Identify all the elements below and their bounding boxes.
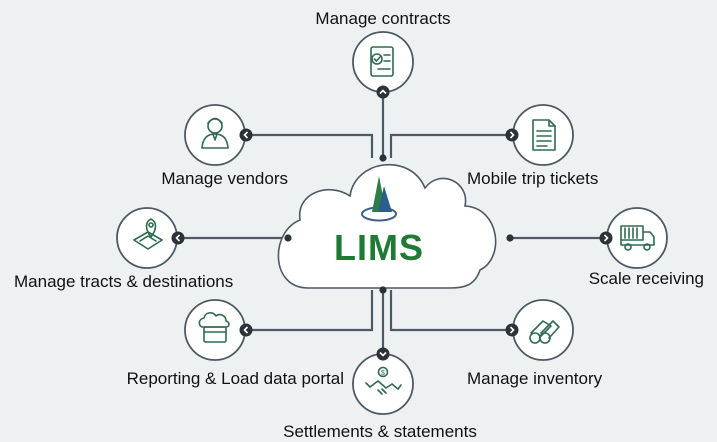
contract-icon <box>370 46 394 77</box>
chevron-up-icon <box>376 85 390 99</box>
connector-trip <box>389 133 512 158</box>
label-manage-tracts: Manage tracts & destinations <box>14 272 234 291</box>
dollar-sign-icon: $ <box>381 370 385 377</box>
chevron-down-icon <box>376 347 390 361</box>
chevron-left-icon <box>171 231 185 245</box>
label-mobile-trip-tickets: Mobile trip tickets <box>467 169 599 188</box>
junction-dots <box>284 154 514 294</box>
node-settlements <box>352 353 414 415</box>
connector-reporting <box>246 290 374 332</box>
label-settlements-statements: Settlements & statements <box>283 422 477 441</box>
chevron-left-icon <box>239 323 253 337</box>
chevron-right-icon <box>505 323 519 337</box>
label-manage-contracts: Manage contracts <box>315 9 451 28</box>
lims-title: LIMS <box>334 227 424 268</box>
cloud-portal-icon <box>198 312 230 343</box>
document-icon <box>532 119 556 151</box>
truck-icon <box>620 225 655 251</box>
connector-lines <box>178 92 606 352</box>
handshake-icon <box>365 366 402 395</box>
chevron-right-icon <box>505 128 519 142</box>
connector-vendors <box>246 133 374 158</box>
label-scale-receiving: Scale receiving <box>588 269 704 288</box>
lims-logo-icon <box>361 176 397 222</box>
chevron-right-icon <box>599 231 613 245</box>
vendor-person-icon <box>201 117 229 149</box>
node-trip <box>512 104 574 166</box>
chevron-badges <box>171 85 613 361</box>
node-contracts <box>352 31 414 93</box>
chevron-left-icon <box>239 128 253 142</box>
junction-dot-right <box>506 234 514 242</box>
node-vendors <box>184 104 246 166</box>
map-pin-icon <box>133 218 163 250</box>
lims-cloud <box>277 163 497 289</box>
junction-dot-bottom <box>379 286 387 294</box>
logs-icon <box>529 320 560 344</box>
connector-inventory <box>389 290 512 332</box>
junction-dot-left <box>284 234 292 242</box>
label-manage-inventory: Manage inventory <box>467 369 603 388</box>
node-reporting <box>184 299 246 361</box>
junction-dot-top <box>379 154 387 162</box>
label-manage-vendors: Manage vendors <box>161 169 288 188</box>
label-reporting-portal: Reporting & Load data portal <box>126 369 344 388</box>
